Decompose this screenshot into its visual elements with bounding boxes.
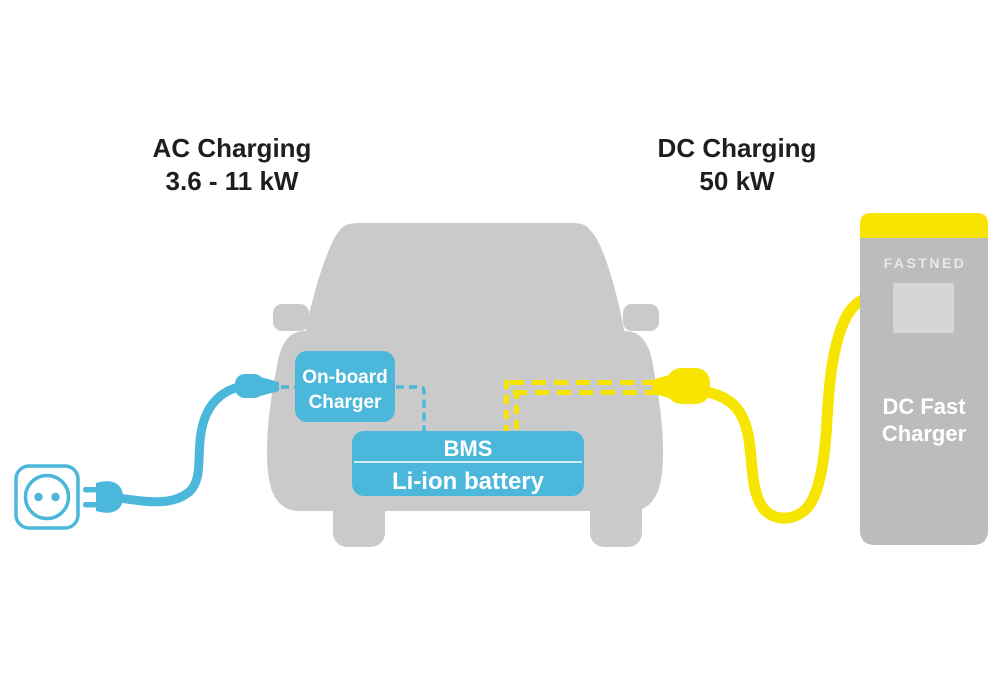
car-mirror-left bbox=[273, 304, 309, 331]
ac-plug bbox=[83, 481, 123, 513]
bms-battery-rect bbox=[352, 431, 584, 496]
socket-hole-right bbox=[51, 492, 60, 502]
station-screen bbox=[893, 283, 954, 333]
ac-connector-body bbox=[235, 374, 264, 398]
onboard-charger-label-line2: Charger bbox=[309, 392, 382, 413]
ac-cable bbox=[114, 381, 251, 507]
car-mirror-right bbox=[623, 304, 659, 331]
station-brand: FASTNED bbox=[884, 255, 967, 271]
bms-battery-box: BMS Li-ion battery bbox=[352, 431, 584, 496]
onboard-charger-box: On-board Charger bbox=[295, 351, 395, 422]
dc-connector-nozzle bbox=[652, 374, 672, 399]
ac-charging-title: AC Charging bbox=[153, 133, 312, 163]
dc-dashed-link bbox=[504, 380, 658, 431]
ac-dashed-link-bms bbox=[396, 385, 426, 431]
plug-body bbox=[96, 481, 123, 513]
station-label-line1: DC Fast bbox=[882, 394, 966, 419]
station-label-line2: Charger bbox=[882, 421, 967, 446]
dc-cable bbox=[696, 291, 875, 524]
onboard-charger-label-line1: On-board bbox=[302, 367, 388, 388]
dc-charging-title: DC Charging bbox=[658, 133, 817, 163]
socket-circle bbox=[23, 473, 71, 521]
ac-charging-power: 3.6 - 11 kW bbox=[166, 166, 299, 196]
wall-socket bbox=[14, 464, 80, 530]
bms-label: BMS bbox=[444, 436, 493, 461]
dc-charging-power: 50 kW bbox=[699, 166, 775, 196]
battery-label: Li-ion battery bbox=[392, 468, 545, 495]
station-body bbox=[860, 238, 988, 545]
onboard-charger-rect bbox=[295, 351, 395, 422]
car-cabin bbox=[305, 223, 625, 336]
dc-charger-station: FASTNED DC Fast Charger bbox=[860, 213, 988, 545]
socket-plate bbox=[14, 464, 80, 530]
plug-prong-top bbox=[83, 487, 97, 493]
plug-prong-bottom bbox=[83, 502, 97, 508]
socket-hole-left bbox=[34, 492, 43, 502]
